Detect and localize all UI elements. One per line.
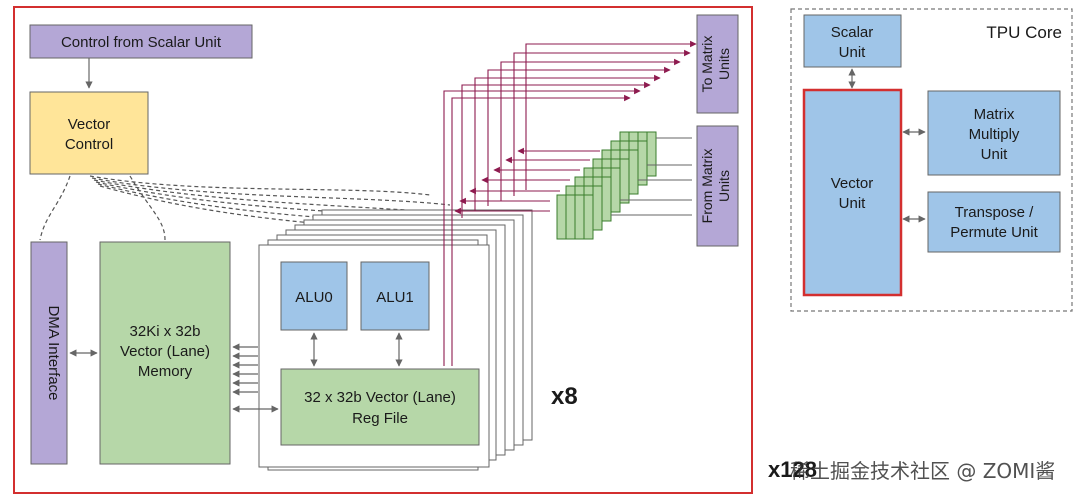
vector-unit-box: Vector Unit [802, 88, 903, 297]
dma-interface-label: DMA Interface [45, 305, 62, 400]
vector-control-line2: Control [65, 136, 113, 153]
vector-control-line1: Vector [68, 116, 111, 133]
transpose-line2: Permute Unit [950, 224, 1038, 241]
matrix-multiply-unit-box: Matrix Multiply Unit [927, 90, 1061, 176]
vector-memory-line3: Memory [138, 363, 193, 380]
scalar-unit-line1: Scalar [831, 24, 874, 41]
alu0-label: ALU0 [295, 289, 333, 306]
transpose-permute-unit-box: Transpose / Permute Unit [927, 191, 1061, 253]
dma-interface-box: DMA Interface [30, 241, 68, 465]
reg-file-line2: Reg File [352, 410, 408, 427]
from-matrix-wires [454, 147, 600, 215]
to-matrix-units-box: To Matrix Units [696, 14, 739, 114]
vector-control-box: Vector Control [29, 91, 149, 175]
x128-multiplier: x128 [768, 457, 817, 482]
vector-unit-frame [13, 6, 753, 494]
watermark-text: 稀土掘金技术社区 @ ZOMI酱 [790, 459, 1055, 483]
scalar-unit-line2: Unit [839, 44, 867, 61]
from-matrix-line1: From Matrix [699, 149, 715, 224]
alu0-box: ALU0 [280, 261, 348, 331]
to-matrix-line2: Units [716, 48, 732, 80]
tpu-core-title: TPU Core [986, 23, 1062, 42]
matrix-multiply-line3: Unit [981, 146, 1009, 163]
vector-unit-line1: Vector [831, 175, 874, 192]
tpu-core-frame [790, 8, 1073, 312]
memory-lane-arrows [232, 343, 279, 413]
reg-file-line1: 32 x 32b Vector (Lane) [304, 389, 456, 406]
x8-multiplier: x8 [551, 383, 578, 410]
to-matrix-wires [443, 40, 697, 366]
vector-unit-line2: Unit [839, 195, 867, 212]
matrix-multiply-line1: Matrix [974, 106, 1015, 123]
control-from-scalar-box: Control from Scalar Unit [29, 24, 253, 59]
matrix-buffer-tiles [556, 131, 692, 240]
vector-memory-line2: Vector (Lane) [120, 343, 210, 360]
matrix-multiply-line2: Multiply [969, 126, 1020, 143]
scalar-unit-box: Scalar Unit [803, 14, 902, 68]
vector-memory-line1: 32Ki x 32b [130, 323, 201, 340]
reg-file-box: 32 x 32b Vector (Lane) Reg File [280, 368, 480, 446]
from-matrix-line2: Units [716, 170, 732, 202]
vector-memory-box: 32Ki x 32b Vector (Lane) Memory [99, 241, 231, 465]
control-from-scalar-label: Control from Scalar Unit [61, 34, 222, 51]
alu1-box: ALU1 [360, 261, 430, 331]
from-matrix-units-box: From Matrix Units [696, 125, 739, 247]
to-matrix-line1: To Matrix [699, 36, 715, 93]
alu1-label: ALU1 [376, 289, 414, 306]
transpose-line1: Transpose / [955, 204, 1034, 221]
